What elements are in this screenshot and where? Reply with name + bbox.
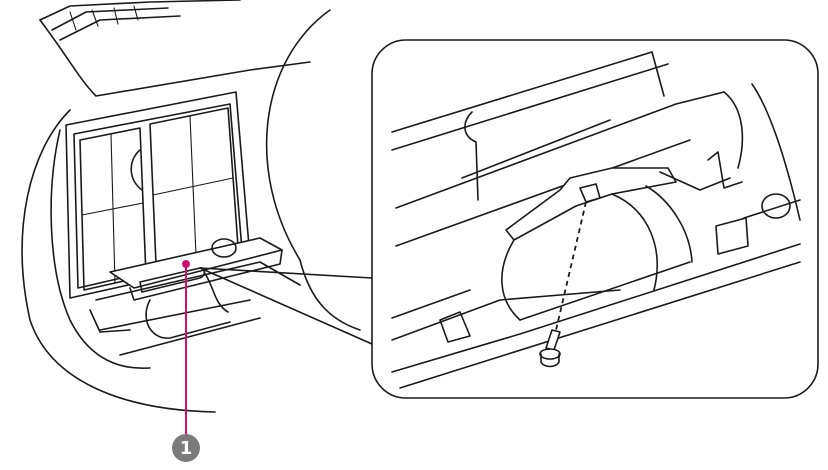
screw-icon	[539, 329, 561, 368]
detail-frame	[371, 39, 819, 399]
callout-number: 1	[180, 438, 193, 459]
callout-1: 1	[172, 260, 200, 462]
zoom-wedge	[199, 267, 373, 345]
callout-badge	[172, 434, 200, 462]
detail-view	[371, 39, 819, 399]
projector-body	[21, 0, 361, 413]
screw-path	[555, 201, 587, 331]
callout-anchor-dot	[182, 260, 190, 268]
